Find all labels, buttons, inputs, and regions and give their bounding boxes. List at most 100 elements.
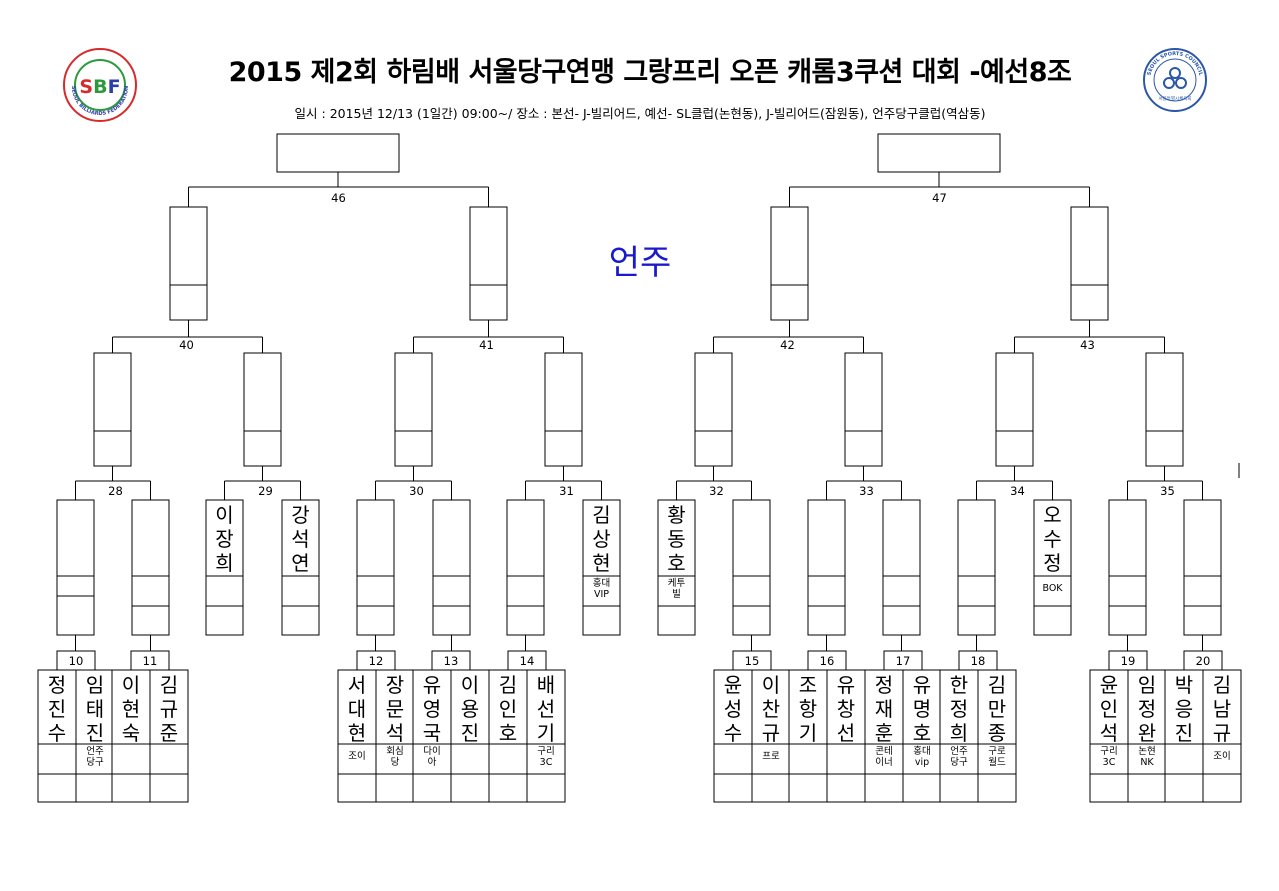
- semifinal-score-box: [770, 284, 809, 321]
- second-round-name-box: [1183, 499, 1222, 577]
- semifinal-score-box: [469, 284, 508, 321]
- match-number: 29: [258, 484, 273, 498]
- match-number: 34: [1010, 484, 1025, 498]
- second-round-name-box: [1108, 499, 1147, 577]
- quarterfinal-score-box: [995, 430, 1034, 467]
- semifinal-player-box: [1070, 206, 1109, 286]
- match-number: 33: [859, 484, 874, 498]
- match-number: 41: [479, 338, 494, 352]
- second-round-score-box: [882, 605, 921, 636]
- second-round-score-box: [205, 605, 244, 636]
- second-round-name-box: [807, 499, 846, 577]
- first-round-name-box: [713, 669, 753, 745]
- event-info: 일시 : 2015년 12/13 (1일간) 09:00~/ 장소 : 본선- …: [294, 106, 986, 121]
- match-number: 17: [896, 654, 911, 668]
- second-round-score-box: [582, 605, 621, 636]
- first-round-name-box: [1202, 669, 1242, 745]
- second-round-name-box: [432, 499, 471, 577]
- quarterfinal-score-box: [1145, 430, 1184, 467]
- semifinal-score-box: [1070, 284, 1109, 321]
- first-round-club-box: [1202, 743, 1242, 775]
- match-number: 19: [1121, 654, 1136, 668]
- quarterfinal-player-box: [694, 352, 733, 432]
- first-round-name-box: [939, 669, 979, 745]
- first-round-score-box: [37, 773, 77, 803]
- first-round-club-box: [526, 743, 566, 775]
- first-round-club-box: [939, 743, 979, 775]
- second-round-name-box: [131, 499, 170, 577]
- first-round-score-box: [977, 773, 1017, 803]
- first-round-club-box: [977, 743, 1017, 775]
- ssc-logo-emblem: [1163, 67, 1187, 89]
- second-round-score-box: [1033, 605, 1072, 636]
- first-round-score-box: [826, 773, 866, 803]
- semifinal-score-box: [169, 284, 208, 321]
- quarterfinal-player-box: [394, 352, 433, 432]
- second-round-name-box: [732, 499, 771, 577]
- match-number: 46: [331, 191, 346, 205]
- quarterfinal-player-box: [243, 352, 282, 432]
- first-round-score-box: [939, 773, 979, 803]
- first-round-club-box: [75, 743, 115, 775]
- match-number: 47: [932, 191, 947, 205]
- second-round-club-box: [1108, 575, 1147, 607]
- first-round-name-box: [149, 669, 189, 745]
- first-round-score-box: [1164, 773, 1204, 803]
- second-round-club-box: [56, 575, 95, 597]
- player-club: 조이: [348, 751, 365, 762]
- quarterfinal-player-box: [93, 352, 132, 432]
- quarterfinal-player-box: [1145, 352, 1184, 432]
- first-round-score-box: [412, 773, 452, 803]
- first-round-club-box: [1089, 743, 1129, 775]
- final-box: [276, 133, 400, 173]
- second-round-name-box: [356, 499, 395, 577]
- first-round-name-box: [75, 669, 115, 745]
- second-round-name-box: [281, 499, 320, 577]
- first-round-score-box: [526, 773, 566, 803]
- second-round-name-box: [882, 499, 921, 577]
- first-round-name-box: [751, 669, 791, 745]
- second-round-club-box: [506, 575, 545, 607]
- quarterfinal-score-box: [844, 430, 883, 467]
- first-round-name-box: [826, 669, 866, 745]
- first-round-score-box: [75, 773, 115, 803]
- first-round-club-box: [37, 743, 77, 775]
- second-round-club-box: [281, 575, 320, 607]
- match-number: 18: [971, 654, 986, 668]
- first-round-club-box: [111, 743, 151, 775]
- semifinal-player-box: [469, 206, 508, 286]
- second-round-score-box: [56, 595, 95, 636]
- first-round-score-box: [149, 773, 189, 803]
- second-round-name-box: [957, 499, 996, 577]
- quarterfinal-score-box: [243, 430, 282, 467]
- semifinal-player-box: [169, 206, 208, 286]
- sbf-logo: SEOUL BILLIARDS FEDERATION SBF: [63, 48, 137, 122]
- player-club: 프로: [762, 751, 780, 762]
- second-round-score-box: [356, 605, 395, 636]
- first-round-club-box: [337, 743, 377, 775]
- page-title: 2015 제2회 하림배 서울당구연맹 그랑프리 오픈 캐롬3쿠션 대회 -예선…: [228, 57, 1072, 88]
- quarterfinal-score-box: [93, 430, 132, 467]
- second-round-name-box: [205, 499, 244, 577]
